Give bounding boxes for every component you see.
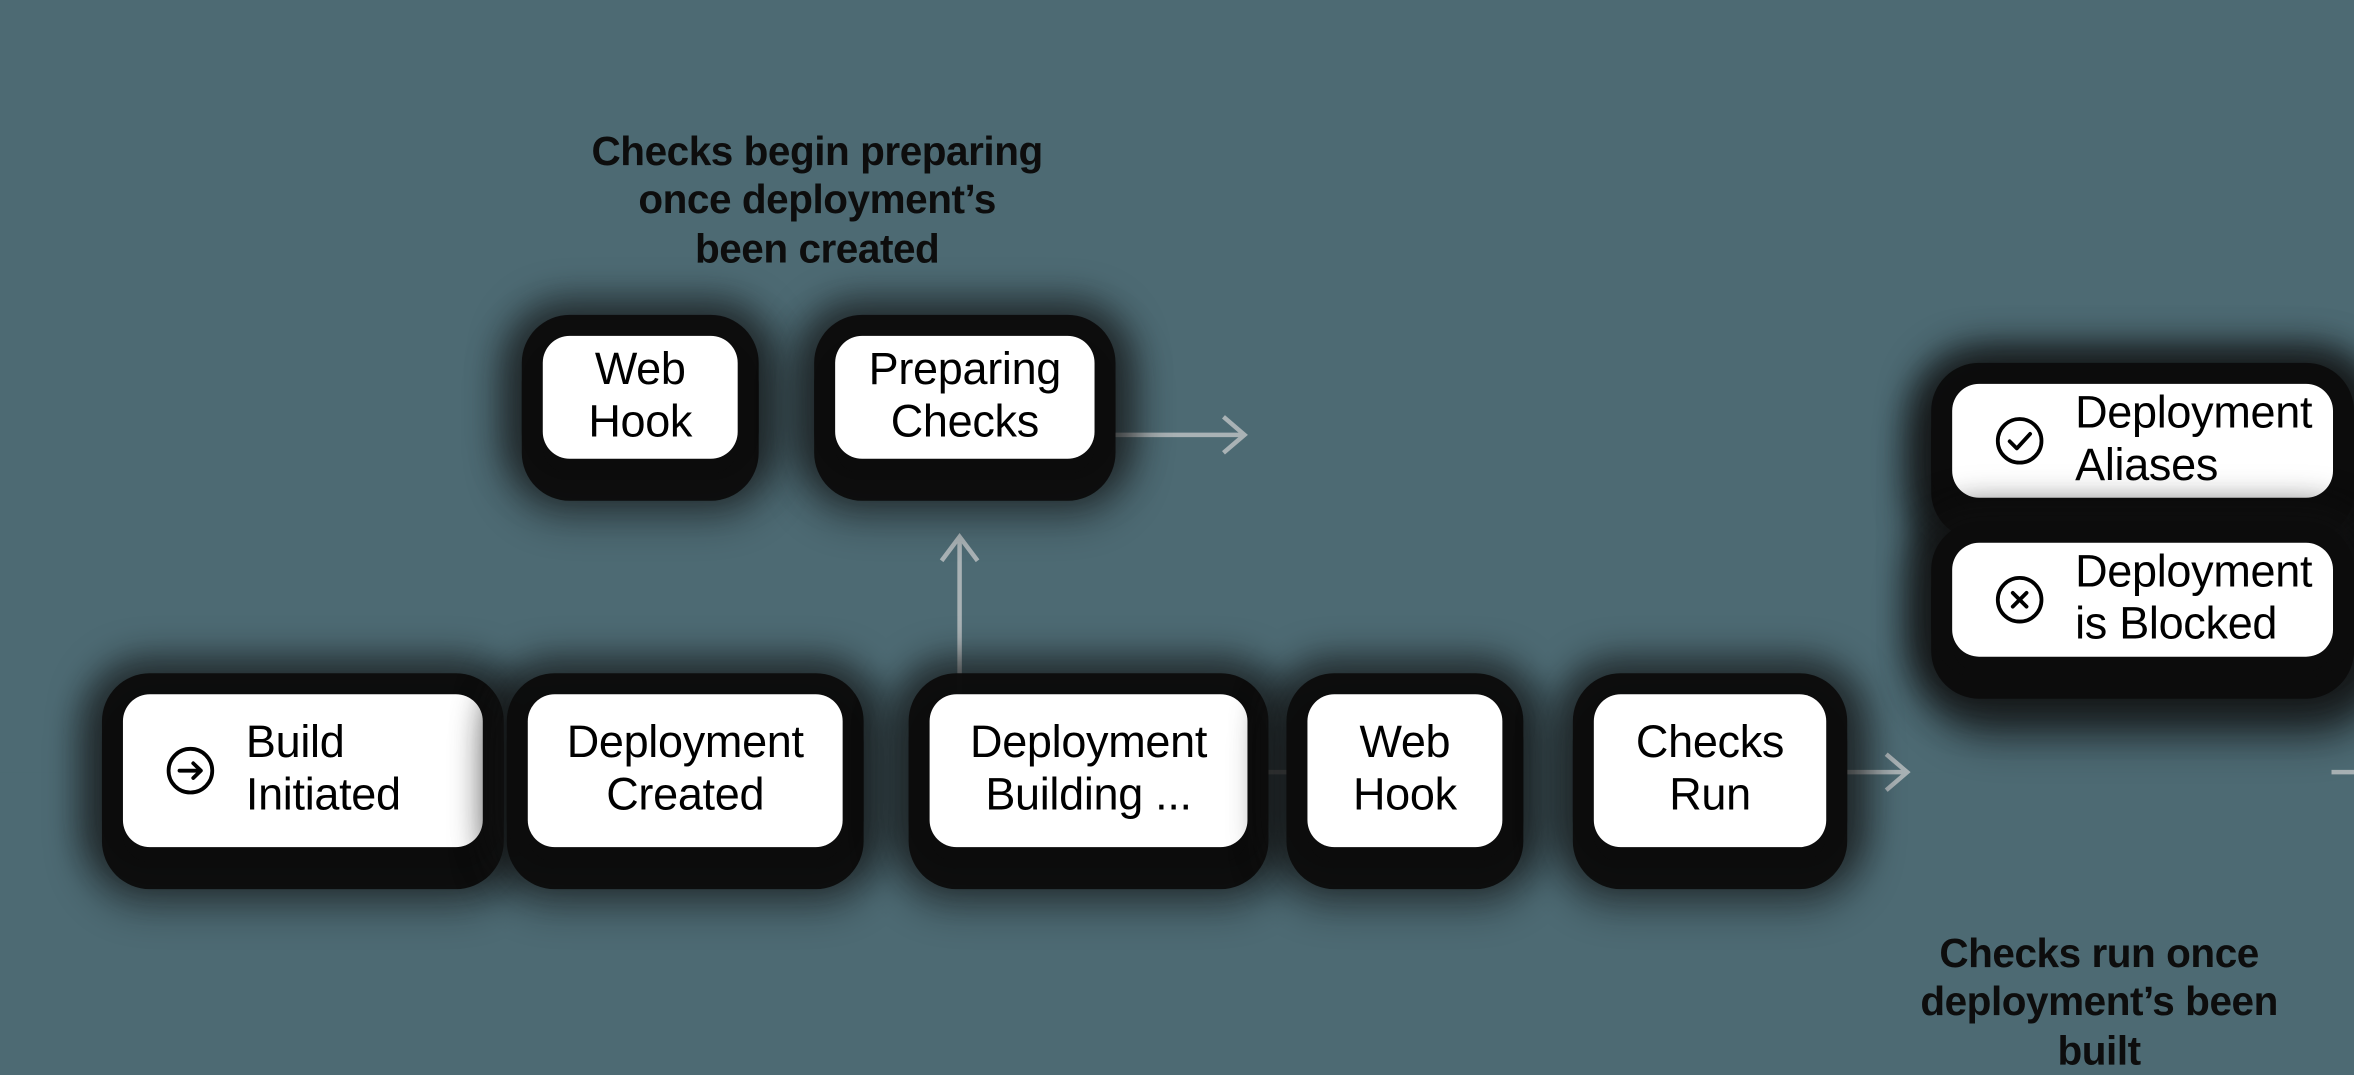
node-deployment-aliases[interactable]: Deployment Aliases: [1952, 383, 2334, 498]
node-build-initiated[interactable]: Build Initiated: [122, 694, 483, 848]
node-label: Deployment Building ...: [970, 718, 1208, 821]
node-deployment-building[interactable]: Deployment Building ...: [929, 694, 1248, 848]
node-preparing-checks[interactable]: Preparing Checks: [835, 335, 1095, 459]
node-web-hook-top[interactable]: Web Hook: [542, 335, 738, 459]
diagram-canvas: Checks begin preparing once deployment’s…: [122, 128, 2354, 1074]
node-web-hook-bottom[interactable]: Web Hook: [1307, 694, 1503, 848]
caption-checks-run: Checks run once deployment’s been built: [1920, 931, 2278, 1074]
x-circle-icon: [1991, 571, 2048, 628]
node-label: Checks Run: [1635, 718, 1785, 821]
node-label: Deployment is Blocked: [2075, 547, 2313, 650]
node-label: Build Initiated: [245, 718, 401, 821]
arrow-right-circle-icon: [162, 742, 219, 799]
caption-checks-preparing: Checks begin preparing once deployment’s…: [591, 128, 1043, 272]
node-deployment-blocked[interactable]: Deployment is Blocked: [1952, 542, 2334, 657]
edge-deployment-created-to-web-hook: [939, 533, 980, 720]
node-label: Web Hook: [1352, 718, 1457, 821]
node-label: Deployment Created: [566, 718, 804, 821]
node-label: Preparing Checks: [868, 345, 1062, 447]
node-deployment-created[interactable]: Deployment Created: [527, 694, 843, 848]
node-label: Deployment Aliases: [2075, 388, 2313, 491]
node-label: Web Hook: [588, 345, 693, 447]
check-circle-icon: [1991, 412, 2048, 469]
edge-web-hook-to-preparing-checks: [1109, 415, 1248, 455]
node-checks-run[interactable]: Checks Run: [1593, 694, 1827, 848]
edge-web-hook-to-checks-run: [2331, 769, 2354, 775]
